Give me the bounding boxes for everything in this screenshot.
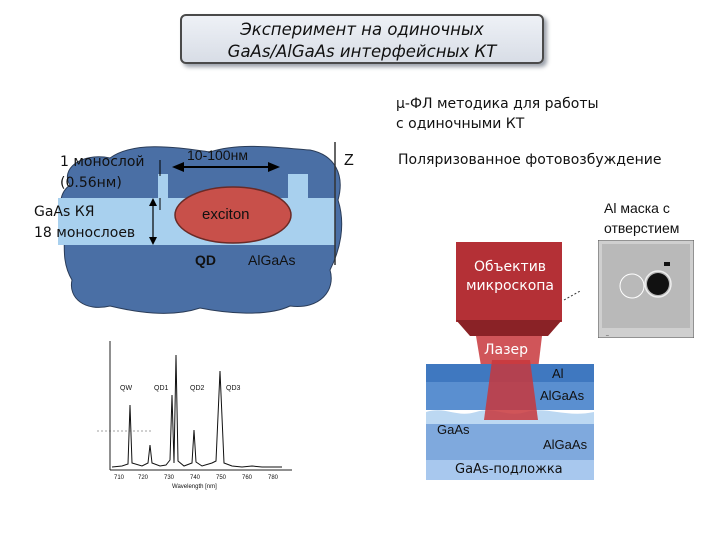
exciton-label: exciton	[202, 206, 250, 223]
monolayer-line-1: 1 монослой	[60, 154, 145, 170]
peak-label-qw: QW	[120, 385, 132, 392]
gaas-label: GaAs	[437, 422, 470, 437]
algaas-top-label: AlGaAs	[540, 388, 585, 403]
substrate-label: GaAs-подложка	[455, 462, 563, 477]
mask-micrograph: _	[598, 240, 694, 338]
well-line-2: 18 монослоев	[34, 225, 136, 241]
laser-label: Лазер	[484, 342, 529, 358]
x-tick-0: 710	[114, 475, 125, 481]
x-tick-1: 720	[138, 475, 149, 481]
x-tick-3: 740	[190, 475, 201, 481]
sample-stack	[426, 360, 594, 480]
pl-spectrum: QW QD1 QD2 QD3 710 720 730 740 750 760 7…	[97, 341, 292, 490]
objective-line-2: микроскопа	[465, 278, 555, 294]
barrier-label: AlGaAs	[248, 252, 296, 268]
well-label: GaAs КЯ 18 монослоев	[34, 202, 135, 244]
spectrum-trace	[111, 354, 282, 468]
excitation-label: Поляризованное фотовозбуждение	[398, 152, 662, 168]
mask-label: Al маска с отверстием	[604, 198, 679, 238]
objective-label: Объектив микроскопа	[455, 258, 565, 296]
title-line-2: GaAs/AlGaAs интерфейсных КТ	[227, 42, 497, 61]
exciton-ellipse	[174, 186, 292, 244]
title-box: Эксперимент на одиночных GaAs/AlGaAs инт…	[180, 14, 544, 64]
algaas-bottom-label: AlGaAs	[543, 437, 588, 452]
z-axis-label: Z	[344, 152, 354, 169]
size-label: 10-100нм	[187, 147, 248, 163]
monolayer-label: 1 монослой (0.56нм)	[60, 152, 145, 194]
monolayer-line-2: (0.56нм)	[60, 175, 122, 191]
x-tick-2: 730	[164, 475, 175, 481]
objective-body	[456, 242, 562, 322]
method-line-1: μ-ФЛ методика для работы	[396, 96, 599, 112]
method-line-2: с одиночными КТ	[396, 116, 525, 132]
mask-line-2: отверстием	[604, 220, 680, 236]
svg-text:_: _	[605, 331, 609, 337]
spectrum-xlabel: Wavelength [nm]	[172, 484, 217, 490]
x-tick-4: 750	[216, 475, 227, 481]
well-line-1: GaAs КЯ	[34, 204, 95, 220]
al-label: Al	[552, 366, 564, 381]
peak-label-qd3: QD3	[226, 385, 241, 392]
peak-label-qd2: QD2	[190, 385, 205, 392]
x-tick-5: 760	[242, 475, 253, 481]
objective-line-1: Объектив	[473, 259, 547, 275]
x-tick-6: 780	[268, 475, 279, 481]
z-axis	[334, 142, 336, 265]
qd-schematic	[58, 145, 343, 314]
peak-label-qd1: QD1	[154, 385, 169, 392]
method-text: μ-ФЛ методика для работы с одиночными КТ	[396, 94, 599, 134]
qd-label: QD	[195, 252, 216, 268]
title-line-1: Эксперимент на одиночных	[240, 20, 484, 39]
mask-line-1: Al маска с	[604, 200, 670, 216]
x-tick-labels: 710 720 730 740 750 760 780	[114, 475, 279, 481]
